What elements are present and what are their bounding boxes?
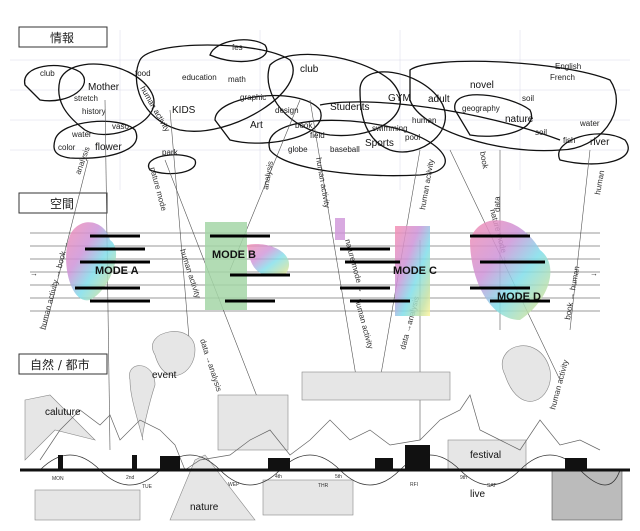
svg-text:nature mode →: nature mode → — [343, 238, 366, 294]
svg-text:design: design — [275, 106, 299, 115]
svg-text:Students: Students — [330, 102, 369, 113]
svg-text:park: park — [162, 148, 179, 157]
svg-text:fish: fish — [563, 136, 575, 145]
svg-text:fes: fes — [232, 43, 243, 52]
svg-text:nature: nature — [190, 502, 219, 513]
svg-text:color: color — [58, 143, 76, 152]
space-bars — [75, 234, 550, 303]
svg-text:Mother: Mother — [88, 82, 120, 93]
svg-text:data →analysis: data →analysis — [198, 338, 223, 393]
svg-text:data: data — [493, 196, 502, 212]
svg-text:human activity: human activity — [314, 157, 332, 209]
svg-text:soil: soil — [522, 94, 534, 103]
svg-text:TUE: TUE — [142, 484, 153, 490]
svg-text:water: water — [579, 119, 600, 128]
svg-text:education: education — [182, 73, 217, 82]
svg-text:5th: 5th — [335, 474, 342, 480]
svg-text:caluture: caluture — [45, 407, 81, 418]
mode-c-label: MODE C — [393, 265, 437, 277]
svg-text:Sports: Sports — [365, 138, 394, 149]
svg-text:human: human — [593, 170, 606, 196]
svg-text:novel: novel — [470, 80, 494, 91]
svg-text:KIDS: KIDS — [172, 105, 196, 116]
svg-text:情報: 情報 — [50, 31, 74, 45]
scene-shapes — [24, 331, 623, 521]
mode-b-label: MODE B — [212, 249, 256, 261]
svg-text:book: book — [478, 151, 490, 171]
day-labels: MON 2nd TUE WEP 4th 5th THR RFI 9th SAT — [52, 474, 496, 490]
svg-text:festival: festival — [470, 450, 501, 461]
section-header-info: 情報 — [18, 26, 108, 48]
svg-text:club: club — [300, 64, 319, 75]
svg-text:history: history — [82, 107, 106, 116]
svg-text:adult: adult — [428, 94, 450, 105]
svg-text:空間: 空間 — [50, 197, 74, 211]
svg-text:baseball: baseball — [330, 145, 360, 154]
svg-text:自然 / 都市: 自然 / 都市 — [30, 357, 90, 372]
mode-d-label: MODE D — [497, 291, 541, 303]
svg-text:GYM: GYM — [388, 93, 411, 104]
svg-text:4th: 4th — [275, 474, 282, 480]
mode-a-label: MODE A — [95, 265, 139, 277]
svg-text:water: water — [71, 130, 92, 139]
svg-text:globe: globe — [288, 145, 308, 154]
figures — [58, 445, 587, 470]
svg-text:human activity: human activity — [548, 359, 570, 411]
svg-text:human activity: human activity — [418, 158, 436, 210]
svg-text:geography: geography — [462, 104, 500, 113]
svg-text:field: field — [310, 131, 325, 140]
svg-text:French: French — [550, 73, 575, 82]
section-header-nature-city: 自然 / 都市 — [18, 353, 108, 375]
svg-text:math: math — [228, 75, 246, 84]
flow-arrow-right: → — [590, 269, 598, 278]
svg-text:SAT: SAT — [487, 483, 496, 489]
svg-text:river: river — [590, 137, 610, 148]
svg-text:English: English — [555, 62, 581, 71]
svg-text:graphic: graphic — [240, 93, 266, 102]
svg-text:THR: THR — [318, 483, 329, 489]
svg-text:live: live — [470, 489, 485, 500]
bottom-labels: event caluture nature festival live — [45, 370, 501, 513]
svg-text:food: food — [135, 69, 151, 78]
svg-text:soil: soil — [535, 128, 547, 137]
svg-text:9th: 9th — [460, 475, 467, 481]
flow-arrow-left: → — [30, 269, 38, 278]
svg-text:WEP: WEP — [228, 482, 240, 488]
svg-text:event: event — [152, 370, 177, 381]
svg-text:human: human — [412, 116, 436, 125]
svg-text:pool: pool — [405, 133, 420, 142]
svg-text:MON: MON — [52, 476, 64, 482]
svg-text:flower: flower — [95, 142, 122, 153]
svg-text:vaso: vaso — [112, 122, 129, 131]
svg-text:stretch: stretch — [74, 94, 98, 103]
svg-text:2nd: 2nd — [126, 475, 135, 481]
svg-text:analysis: analysis — [261, 160, 275, 190]
svg-text:human activity: human activity — [178, 248, 202, 299]
svg-text:swimming: swimming — [372, 124, 408, 133]
section-header-space: 空間 — [18, 192, 108, 214]
svg-text:human activity: human activity — [353, 298, 375, 350]
svg-text:Art: Art — [250, 120, 263, 131]
svg-text:human activity → book →: human activity → book → — [38, 240, 70, 330]
terrain-line — [39, 394, 601, 471]
svg-text:RFI: RFI — [410, 482, 418, 488]
info-clusters — [24, 39, 629, 177]
svg-text:human activity: human activity — [138, 85, 171, 134]
svg-text:book: book — [295, 121, 313, 130]
svg-text:club: club — [40, 69, 55, 78]
svg-text:nature: nature — [505, 114, 534, 125]
svg-text:book → human: book → human — [563, 265, 581, 320]
